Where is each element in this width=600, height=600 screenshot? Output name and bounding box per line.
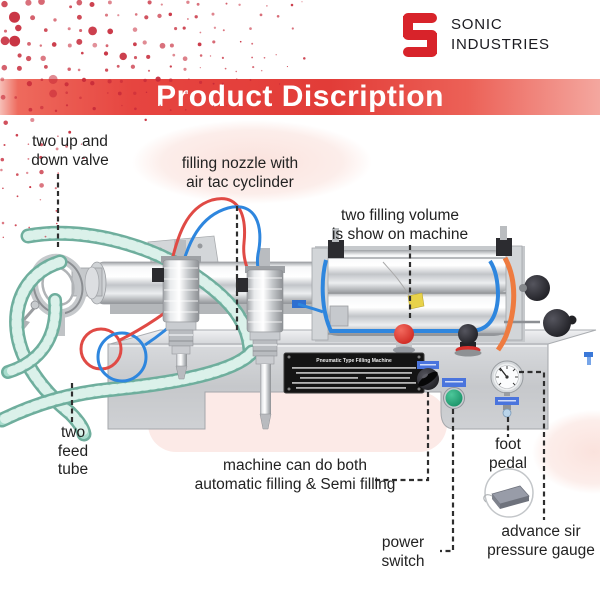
callout-text: two filling volume: [340, 207, 460, 224]
feed-hose-lower: [0, 344, 260, 428]
name-plate: Pneumatic Type Filling Machine: [283, 352, 425, 394]
callout-text: feed: [57, 442, 89, 460]
callout-filling-volume: two filling volume is show on machine: [307, 207, 493, 244]
callout-text: is show on machine: [331, 225, 469, 243]
callout-text: automatic filling & Semi filling: [194, 475, 396, 493]
pressure-gauge: [490, 360, 524, 418]
air-fitting: [236, 278, 248, 292]
machine-tabletop: [109, 329, 597, 345]
brand-name-line2: INDUSTRIES: [451, 36, 550, 53]
auto-semi-rotary-switch: [417, 361, 439, 390]
filling-nozzle-1: [152, 256, 201, 380]
halftone-dots-decoration: [0, 0, 306, 239]
s-bars-icon: [403, 13, 437, 57]
callout-text: two up and: [32, 133, 108, 150]
machine-body: [107, 329, 597, 430]
foot-pedal-icon: [483, 468, 534, 518]
callout-text: tube: [57, 461, 89, 478]
callout-text: power: [381, 534, 425, 551]
callout-text: filling nozzle with: [181, 155, 299, 172]
air-fitting: [152, 268, 164, 282]
metering-cylinders: [311, 226, 577, 352]
callout-foot-pedal: foot pedal: [476, 436, 540, 473]
callout-text: machine can do both: [223, 457, 367, 474]
name-plate-title: Pneumatic Type Filling Machine: [316, 358, 392, 364]
line-power-switch: [440, 409, 455, 553]
callout-pressure-gauge: advance sir pressure gauge: [465, 523, 600, 560]
stroke-adjust-knob-1: [524, 275, 550, 301]
tri-clamp-valve: [18, 253, 103, 336]
feed-hose-loop: [9, 254, 92, 442]
callout-auto-semi: machine can do both automatic filling & …: [180, 457, 410, 494]
feed-hose-upper: [20, 225, 258, 358]
orange-air-tube: [495, 256, 517, 352]
callout-text: switch: [381, 552, 425, 570]
feed-hoses: [0, 225, 260, 442]
blue-air-tube: [320, 259, 501, 333]
emergency-stop-button: [393, 324, 415, 354]
feed-hose-inner: [1, 293, 63, 379]
brand-logo: SONIC INDUSTRIES: [400, 10, 550, 60]
table-edge-fitting: [584, 352, 593, 365]
tag: [407, 292, 425, 310]
callout-text: foot: [495, 436, 521, 453]
callout-feed-tube: two feed tube: [43, 424, 103, 480]
callout-text: pressure gauge: [487, 541, 595, 559]
brand-name: SONIC INDUSTRIES: [451, 15, 550, 55]
filling-nozzle-2: [236, 266, 285, 430]
callout-text: air tac cyclinder: [186, 173, 294, 191]
callout-text: two: [60, 424, 86, 441]
callout-text: advance sir: [501, 523, 581, 540]
power-start-button: [442, 378, 466, 409]
foot-pedal-port: [503, 405, 511, 410]
banner-title: Product Discription: [156, 80, 444, 113]
callout-up-down-valve: two up and down valve: [14, 133, 126, 170]
stroke-adjust-knob-2: [543, 309, 571, 337]
pneumatic-tubes: [79, 197, 324, 383]
callout-text: pedal: [489, 454, 527, 472]
callout-power-switch: power switch: [369, 534, 437, 571]
callout-filling-nozzle: filling nozzle with air tac cyclinder: [161, 155, 319, 192]
callout-text: down valve: [31, 151, 109, 169]
machine-front-face: [107, 343, 549, 430]
table-black-knob: [454, 324, 482, 357]
left-product-cylinder: [87, 235, 343, 314]
brand-name-line1: SONIC: [451, 16, 503, 33]
title-banner: Product Discription: [0, 79, 600, 115]
